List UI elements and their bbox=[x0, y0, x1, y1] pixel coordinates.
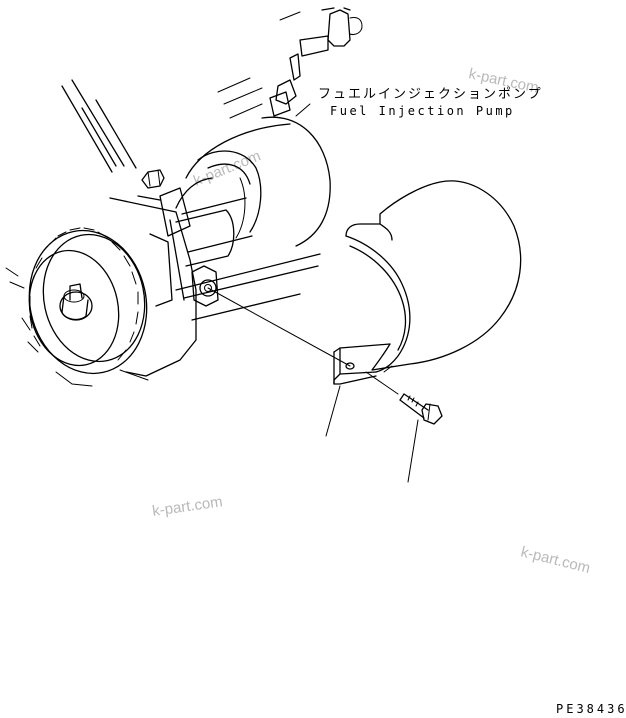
pump-cover bbox=[333, 180, 522, 385]
watermark-pump: k-part.com bbox=[191, 147, 263, 189]
mounting-bolt bbox=[399, 393, 443, 425]
part-name-english: Fuel Injection Pump bbox=[330, 104, 515, 118]
watermarks: k-part.com k-part.com k-part.com k-part.… bbox=[151, 65, 592, 577]
drawing-code: PE38436 bbox=[556, 702, 626, 716]
part-name-japanese: フュエルインジェクションポンプ bbox=[318, 87, 543, 102]
fuel-injection-pump bbox=[5, 7, 363, 387]
watermark-bottom-right: k-part.com bbox=[519, 543, 592, 577]
watermark-bottom-left: k-part.com bbox=[151, 493, 224, 520]
leader-lines bbox=[207, 103, 419, 483]
